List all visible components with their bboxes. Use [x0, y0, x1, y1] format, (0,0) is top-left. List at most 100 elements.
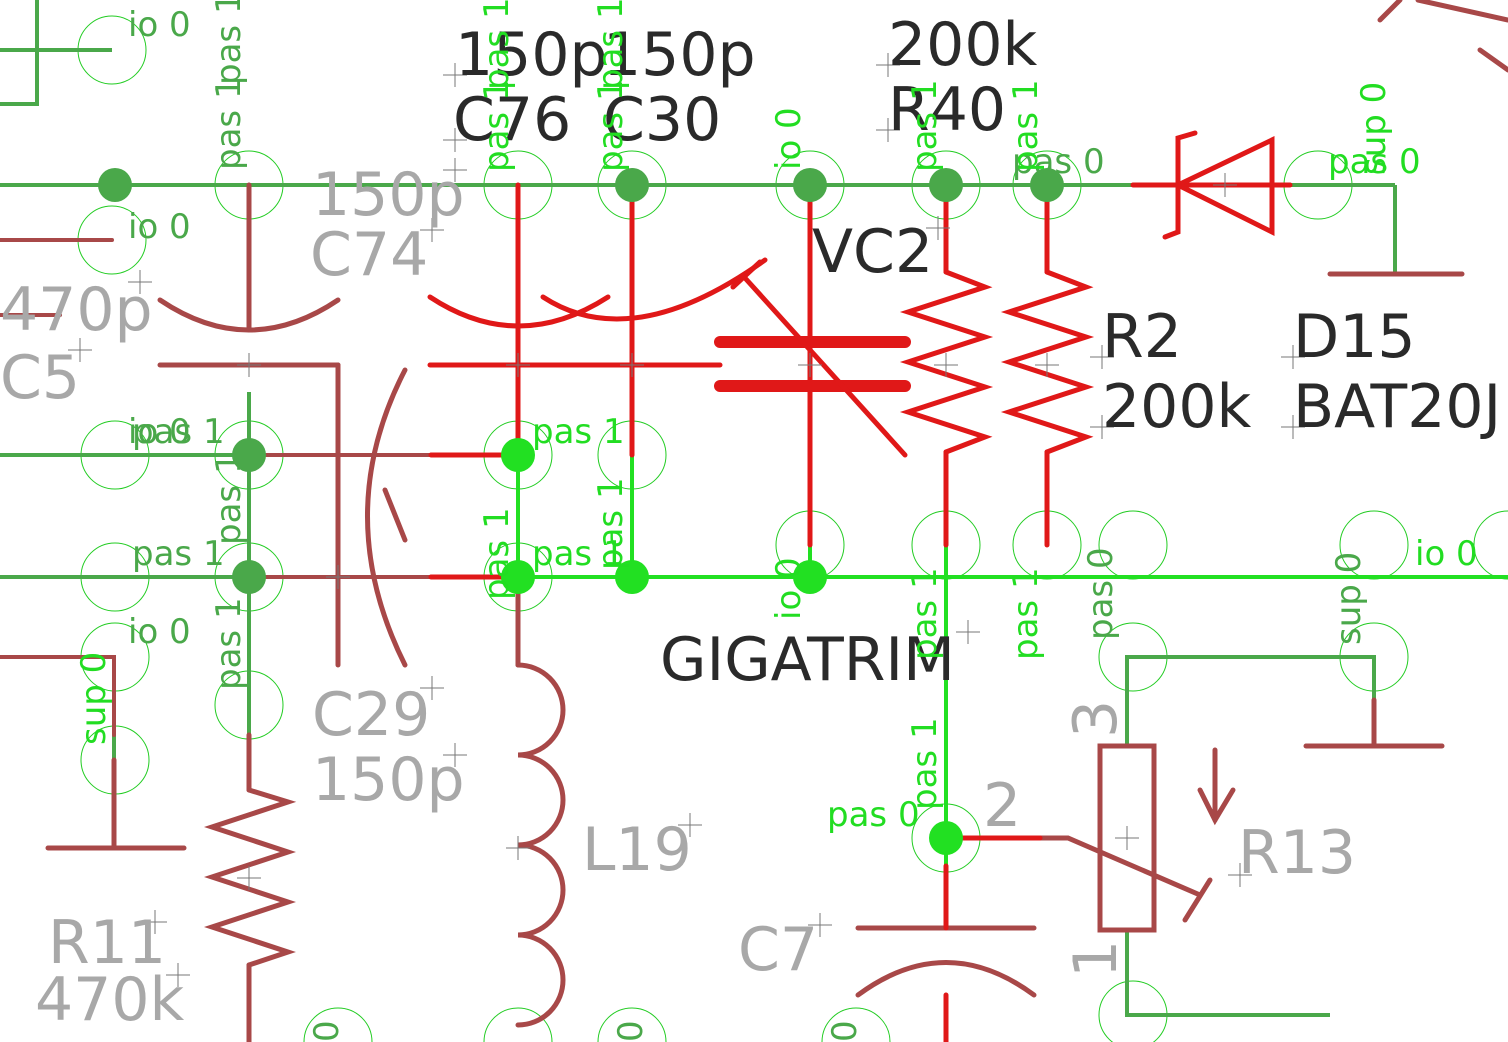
- net-wire[interactable]: [1125, 655, 1376, 746]
- net-wire[interactable]: [1125, 930, 1330, 1017]
- pin-label: sup 0: [1354, 82, 1394, 175]
- pin-label: pas 1: [209, 77, 249, 170]
- pin-label: pas 1: [477, 0, 517, 90]
- c7-plate-curved[interactable]: [855, 960, 1037, 998]
- net-wire-top-left[interactable]: [0, 0, 39, 106]
- junction-dot[interactable]: [501, 438, 535, 472]
- pin-label: pas 0: [1328, 142, 1421, 182]
- junction-dot[interactable]: [615, 168, 649, 202]
- r2-body[interactable]: [1000, 269, 1095, 455]
- junction-dot[interactable]: [501, 560, 535, 594]
- c7-name-label: C7: [738, 915, 818, 985]
- c30-plate-curved[interactable]: [540, 257, 768, 322]
- origin-cross: [166, 963, 190, 987]
- d15-value-label: BAT20J: [1293, 372, 1501, 442]
- origin-cross: [1115, 826, 1139, 850]
- origin-cross: [678, 813, 702, 837]
- origin-cross: [237, 353, 261, 377]
- vc2-trim-arrow[interactable]: [742, 275, 908, 458]
- r2-name-label: R2: [1102, 302, 1182, 372]
- c76-plate-curved[interactable]: [427, 294, 611, 329]
- c29-cross[interactable]: [382, 487, 408, 543]
- pin-label: io 0: [769, 107, 809, 170]
- c76-value-label: 150p: [455, 20, 608, 90]
- c74-value-label: 150p: [312, 160, 465, 230]
- origin-cross: [1035, 353, 1059, 377]
- pin-circle: [597, 1007, 667, 1042]
- origin-cross: [1228, 863, 1252, 887]
- origin-cross: [808, 913, 832, 937]
- r13-body[interactable]: [1097, 743, 1157, 933]
- d15-cathode[interactable]: [1162, 130, 1198, 240]
- junction-dot[interactable]: [793, 168, 827, 202]
- origin-cross: [237, 866, 261, 890]
- junctions: [98, 168, 1064, 855]
- junction-dot[interactable]: [929, 168, 963, 202]
- junction-dot[interactable]: [232, 560, 266, 594]
- pin-label: pas 1: [477, 507, 517, 600]
- pin-label: pas 1: [1006, 79, 1046, 172]
- pin-label: pas 1: [1006, 567, 1046, 660]
- r2-value-label: 200k: [1102, 372, 1252, 442]
- pin-labels-vertical: pas 1 pas 1 pas 1 pas 1 sup 0 pas 1 pas …: [74, 0, 1394, 1042]
- pin-label: pas 1: [591, 0, 631, 90]
- pin-label: pas 0: [827, 795, 920, 835]
- origin-cross: [506, 353, 530, 377]
- r13-arrow-head[interactable]: [1197, 787, 1236, 826]
- r11-value-label: 470k: [35, 965, 185, 1035]
- vc2-trim-head[interactable]: [730, 259, 763, 290]
- wire[interactable]: [0, 655, 116, 737]
- pin-circle: [1473, 510, 1508, 580]
- pin-label: sup 0: [1329, 552, 1369, 645]
- junction-dot[interactable]: [615, 560, 649, 594]
- origin-cross: [143, 910, 167, 934]
- origin-cross: [443, 743, 467, 767]
- pin-label: io 0: [128, 412, 191, 452]
- r40-name-label: R40: [888, 75, 1006, 145]
- origin-cross: [934, 353, 958, 377]
- c29-plate-curved[interactable]: [365, 367, 408, 668]
- r11-body[interactable]: [203, 787, 297, 968]
- pin-label: 0: [307, 1020, 347, 1042]
- pin-label: io 0: [128, 5, 191, 45]
- part-labels: 150p C76 150p C30 200k R40 VC2 GIGATRIM …: [0, 10, 1501, 1035]
- pin-label: pas 1: [532, 534, 625, 574]
- origin-cross: [1090, 345, 1114, 369]
- pin-label: pas 1: [209, 597, 249, 690]
- pin-label: pas 1: [477, 79, 517, 172]
- origin-cross: [798, 353, 822, 377]
- c74-plate-curved[interactable]: [157, 297, 341, 333]
- origin-cross: [1090, 415, 1114, 439]
- junction-dot[interactable]: [98, 168, 132, 202]
- origin-cross: [443, 128, 467, 152]
- pin-circle: [303, 1007, 373, 1042]
- partial-part[interactable]: [1377, 0, 1508, 73]
- r11-name-label: R11: [48, 908, 166, 978]
- r13-name-label: R13: [1238, 818, 1356, 888]
- l19-name-label: L19: [582, 815, 692, 885]
- vc2-name-label: VC2: [812, 217, 933, 287]
- pin-label: pas 0: [1081, 547, 1121, 640]
- c74-name-label: C74: [310, 220, 428, 290]
- pin-label: io 0: [128, 207, 191, 247]
- pin-label: pas 1: [209, 0, 249, 85]
- junction-dot[interactable]: [232, 438, 266, 472]
- junction-dot[interactable]: [793, 560, 827, 594]
- r40-body[interactable]: [899, 269, 994, 455]
- r40-value-label: 200k: [888, 10, 1038, 80]
- junction-dot[interactable]: [929, 821, 963, 855]
- r13-wiper[interactable]: [1037, 835, 1203, 898]
- c30-value-label: 150p: [603, 20, 756, 90]
- r13-pin3-label: 3: [1061, 700, 1131, 738]
- r13-pin1-label: 1: [1061, 940, 1131, 978]
- pin-label: pas 1: [905, 567, 945, 660]
- pin-labels-horizontal: io 0 io 0 io 0 pas 1 pas 1 io 0 pas 0 pa…: [128, 5, 1478, 835]
- junction-dot[interactable]: [1030, 168, 1064, 202]
- r13-wiper-end[interactable]: [1182, 877, 1213, 923]
- origin-cross: [128, 270, 152, 294]
- d15-triangle[interactable]: [1172, 136, 1275, 237]
- c5-value-label: 470p: [0, 275, 153, 345]
- pin-label: pas 0: [1012, 142, 1105, 182]
